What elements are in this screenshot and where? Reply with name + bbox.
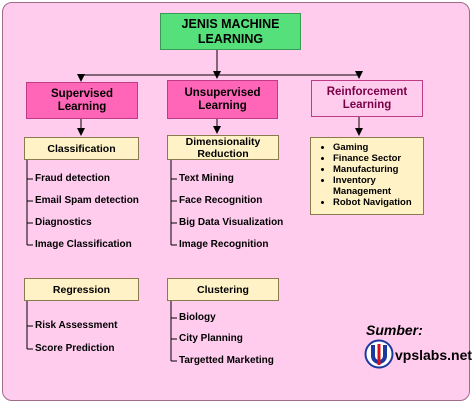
dimensionality-reduction-box: Dimensionality Reduction: [167, 135, 279, 160]
regression-box: Regression: [24, 278, 139, 301]
leaf-image-classification: Image Classification: [35, 239, 132, 250]
leaf-biology: Biology: [179, 312, 216, 323]
unsupervised-learning-box: Unsupervised Learning: [167, 80, 278, 119]
clustering-label: Clustering: [197, 283, 249, 296]
reinforcement-applications-list: Gaming Finance Sector Manufacturing Inve…: [311, 142, 417, 208]
leaf-big-data-visualization: Big Data Visualization: [179, 217, 284, 228]
vpslabs-logo-icon: [364, 339, 394, 369]
list-item: Robot Navigation: [333, 197, 417, 208]
classification-box: Classification: [24, 137, 139, 160]
reinforcement-learning-box: Reinforcement Learning: [311, 80, 423, 117]
leaf-image-recognition: Image Recognition: [179, 239, 269, 250]
bracket-regression: [26, 301, 33, 350]
leaf-risk-assessment: Risk Assessment: [35, 320, 118, 331]
bracket-clustering: [170, 301, 177, 362]
unsupervised-learning-label: Unsupervised Learning: [184, 86, 261, 112]
leaf-face-recognition: Face Recognition: [179, 195, 263, 206]
classification-label: Classification: [47, 142, 116, 155]
leaf-diagnostics: Diagnostics: [35, 217, 92, 228]
source-brand-text: vpslabs.net: [395, 347, 473, 363]
title-text: JENIS MACHINE LEARNING: [181, 16, 280, 46]
leaf-fraud-detection: Fraud detection: [35, 173, 111, 184]
dimensionality-reduction-label: Dimensionality Reduction: [185, 135, 261, 160]
source-label: Sumber:: [366, 322, 423, 338]
bracket-classification: [26, 160, 33, 246]
regression-label: Regression: [52, 283, 111, 296]
leaf-text-mining: Text Mining: [179, 173, 234, 184]
clustering-box: Clustering: [167, 278, 279, 301]
list-item: Finance Sector: [333, 153, 417, 164]
reinforcement-applications-box: Gaming Finance Sector Manufacturing Inve…: [310, 137, 424, 215]
supervised-learning-label: Supervised Learning: [51, 87, 113, 113]
title-box: JENIS MACHINE LEARNING: [160, 13, 301, 50]
bracket-dimensionality: [170, 160, 177, 246]
list-item: Gaming: [333, 142, 417, 153]
leaf-city-planning: City Planning: [179, 333, 243, 344]
reinforcement-learning-label: Reinforcement Learning: [326, 85, 408, 111]
leaf-targetted-marketing: Targetted Marketing: [179, 355, 274, 366]
leaf-email-spam-detection: Email Spam detection: [35, 195, 139, 206]
leaf-score-prediction: Score Prediction: [35, 343, 115, 354]
list-item: Inventory Management: [333, 175, 417, 197]
supervised-learning-box: Supervised Learning: [26, 82, 138, 119]
list-item: Manufacturing: [333, 164, 417, 175]
